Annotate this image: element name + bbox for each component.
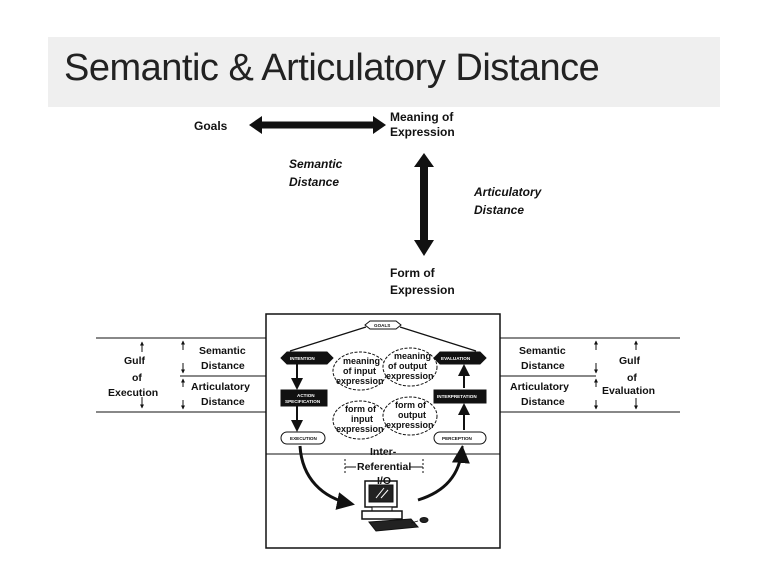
right-gulf-line3: Evaluation: [602, 385, 655, 397]
semantic-distance-line2: Distance: [289, 175, 339, 189]
left-articulatory-line2: Distance: [201, 396, 245, 408]
form-label-line1: Form of: [390, 266, 436, 280]
action-label-line2: SPECIFICATION: [285, 399, 321, 404]
right-gulf-line1: Gulf: [619, 355, 640, 367]
execution-box: [280, 431, 326, 445]
cloud-fo-line1: form of: [395, 400, 427, 410]
right-gulf-line2: of: [627, 372, 637, 384]
left-semantic-line2: Distance: [201, 360, 245, 372]
meaning-label-line1: Meaning of: [390, 110, 454, 124]
inter-referential-line3: I/O: [377, 475, 391, 487]
intention-box: [280, 351, 334, 365]
cloud-fi-line3: expression: [336, 424, 384, 434]
meaning-form-arrow: [414, 153, 434, 256]
cloud-mo-line1: meaning: [394, 351, 431, 361]
left-semantic-line1: Semantic: [199, 345, 246, 357]
meaning-label-line2: Expression: [390, 125, 455, 139]
articulatory-distance-line2: Distance: [474, 203, 524, 217]
cloud-mi-line1: meaning: [343, 356, 380, 366]
cloud-mo-line2: of output: [388, 361, 427, 371]
cloud-mi-line3: expression: [336, 376, 384, 386]
bottom-diagram: [96, 313, 680, 549]
cloud-mi-line2: of input: [343, 366, 376, 376]
action-specification-box: [280, 389, 328, 407]
right-semantic-line2: Distance: [521, 360, 565, 372]
cloud-form-output: [382, 396, 438, 436]
evaluation-label: EVALUATION: [441, 356, 471, 361]
cloud-fi-line1: form of: [345, 404, 377, 414]
inter-referential-line2: Referential: [357, 461, 411, 473]
top-diagram: Goals Meaning of Expression Semantic Dis…: [194, 110, 543, 297]
perception-box: [433, 431, 487, 445]
interpretation-label: INTERPRETATION: [437, 394, 477, 399]
gulf-figure-box: [265, 313, 501, 549]
inter-referential-line1: Inter-: [370, 446, 397, 458]
goals-meaning-arrow: [249, 116, 386, 134]
bottom-diagram-text: Gulf of Execution Semantic Distance Arti…: [108, 323, 655, 487]
cloud-mo-line3: expression: [386, 371, 434, 381]
right-articulatory-line2: Distance: [521, 396, 565, 408]
cloud-fo-line3: expression: [386, 420, 434, 430]
form-label-line2: Expression: [390, 283, 455, 297]
left-articulatory-line1: Articulatory: [191, 381, 250, 393]
left-gulf-line1: Gulf: [124, 355, 145, 367]
goals-label: Goals: [194, 119, 228, 133]
left-gulf-line3: Execution: [108, 387, 158, 399]
left-gulf-line2: of: [132, 372, 142, 384]
goals-box: [364, 320, 402, 330]
action-label-line1: ACTION: [297, 393, 315, 398]
title-bar: Semantic & Articulatory Distance: [48, 37, 720, 107]
cloud-fo-line2: output: [398, 410, 426, 420]
perception-label: PERCEPTION: [442, 436, 473, 441]
intention-label: INTENTION: [290, 356, 315, 361]
right-semantic-line1: Semantic: [519, 345, 566, 357]
cloud-meaning-output: [382, 347, 438, 387]
execution-label: EXECUTION: [290, 436, 317, 441]
goals-box-label: GOALS: [374, 323, 390, 328]
slide-title: Semantic & Articulatory Distance: [64, 47, 600, 89]
evaluation-box: [433, 351, 487, 365]
computer-icon: [361, 480, 429, 532]
cloud-fi-line2: input: [351, 414, 373, 424]
right-articulatory-line1: Articulatory: [510, 381, 569, 393]
semantic-distance-line1: Semantic: [289, 157, 343, 171]
articulatory-distance-line1: Articulatory: [473, 185, 543, 199]
